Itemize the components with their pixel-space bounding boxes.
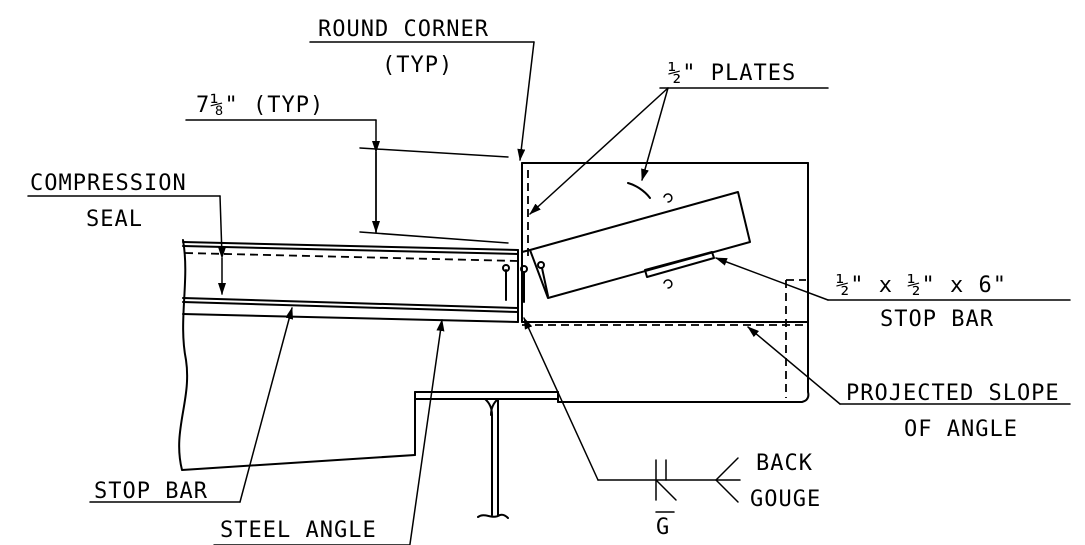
label-dim-7-1-8-typ: 7⅛" (TYP) (196, 93, 324, 118)
label-steel-angle: STEEL ANGLE (220, 518, 377, 543)
label-round-corner-typ: (TYP) (382, 53, 453, 78)
steel-angle-left (517, 249, 523, 323)
left-deck-surfaces (182, 241, 519, 323)
label-stop-bar-right: STOP BAR (880, 307, 994, 332)
label-of-angle: OF ANGLE (904, 417, 1018, 442)
anchor-studs (502, 261, 549, 303)
dimension-7-1-8 (185, 119, 509, 244)
label-gouge: GOUGE (750, 487, 821, 512)
label-projected-slope: PROJECTED SLOPE (846, 381, 1060, 406)
label-back: BACK (756, 451, 813, 476)
label-half-inch-plates: ½" PLATES (668, 61, 796, 86)
girder (414, 391, 559, 519)
label-g-mark: G (656, 515, 670, 540)
label-seal: SEAL (86, 207, 143, 232)
leaders (27, 41, 1071, 545)
left-slab (178, 239, 559, 471)
right-slab (521, 162, 810, 403)
weld-marks (627, 182, 673, 289)
label-stop-bar-left: STOP BAR (94, 479, 208, 504)
label-compression: COMPRESSION (30, 171, 187, 196)
right-steel-angle-plate (521, 191, 751, 299)
label-stop-bar-size: ½" x ½" x 6" (836, 273, 1007, 298)
label-round-corner: ROUND CORNER (318, 17, 489, 42)
